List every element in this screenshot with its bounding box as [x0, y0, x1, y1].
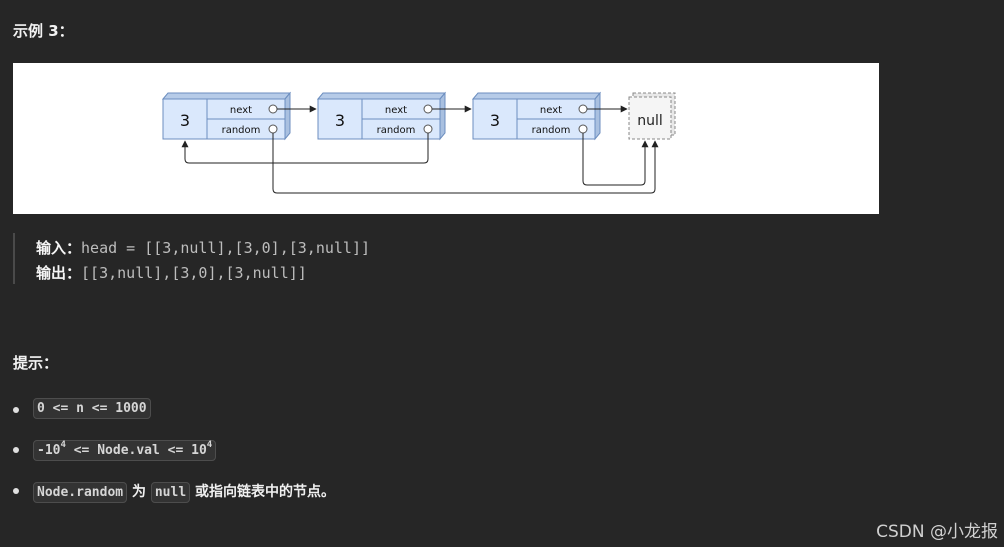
inline-code: 0 <= n <= 1000: [33, 398, 151, 419]
input-value: head = [[3,null],[3,0],[3,null]]: [81, 239, 370, 257]
null-label: null: [637, 113, 663, 129]
list-node-2: 3 next random: [316, 91, 447, 141]
random-arrow: [272, 133, 659, 194]
bullet-icon: [13, 407, 19, 413]
inline-code: Node.random: [33, 482, 128, 503]
node-value: 3: [180, 111, 190, 130]
random-arrow: [582, 133, 649, 186]
example-heading: 示例 3：: [13, 22, 74, 40]
output-label: 输出：: [36, 264, 82, 282]
inline-code: null: [150, 482, 191, 503]
list-node-3: 3 next random: [471, 91, 602, 141]
random-label: random: [222, 125, 261, 136]
output-line: 输出：[[3,null],[3,0],[3,null]]: [36, 262, 307, 283]
io-blockquote: 输入：head = [[3,null],[3,0],[3,null]] 输出：[…: [13, 233, 615, 284]
null-node: null: [628, 92, 676, 140]
diagram-svg: 3 next random 3 next random 3: [161, 91, 676, 194]
random-label: random: [532, 125, 571, 136]
next-label: next: [540, 105, 562, 116]
node-value: 3: [490, 111, 500, 130]
next-label: next: [385, 105, 407, 116]
output-value: [[3,null],[3,0],[3,null]]: [81, 264, 307, 282]
hints-heading: 提示：: [13, 354, 59, 372]
bullet-icon: [13, 447, 19, 453]
node-value: 3: [335, 111, 345, 130]
watermark: CSDN @小龙报: [876, 522, 998, 542]
bullet-icon: [13, 488, 19, 494]
inline-code: -104 <= Node.val <= 104: [33, 440, 217, 461]
next-label: next: [230, 105, 252, 116]
hint-text: 为: [127, 484, 151, 500]
list-node-1: 3 next random: [161, 91, 292, 141]
random-arrow: [181, 133, 429, 164]
input-line: 输入：head = [[3,null],[3,0],[3,null]]: [36, 237, 370, 258]
hint-text: 或指向链表中的节点。: [190, 484, 336, 500]
random-label: random: [377, 125, 416, 136]
input-label: 输入：: [36, 239, 82, 257]
linked-list-diagram: 3 next random 3 next random 3: [13, 63, 879, 214]
